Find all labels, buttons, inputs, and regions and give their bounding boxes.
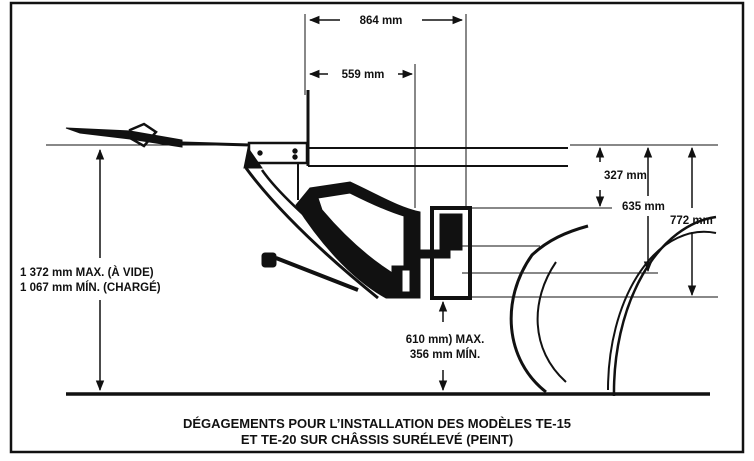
dim-772-label: 772 mm [670,215,713,227]
dim-864-label: 864 mm [360,15,403,27]
caption-line-2: ET TE-20 SUR CHÂSSIS SURÉLEVÉ (PEINT) [241,432,513,447]
diagram-border [9,1,745,454]
ground-clearance-max-label: 610 mm) MAX. [406,334,485,346]
rear-wheel [509,215,717,397]
ground-clearance-min-label: 356 mm MÍN. [410,348,480,361]
dim-559-label: 559 mm [342,69,385,81]
reference-lines [46,14,718,298]
liftgate-mechanism [65,122,472,300]
chassis-frame [306,90,568,167]
caption-line-1: DÉGAGEMENTS POUR L’INSTALLATION DES MODÈ… [183,416,571,431]
deck-height-empty-label: 1 372 mm MAX. (À VIDE) [20,266,154,279]
dim-327-label: 327 mm [604,170,647,182]
dimension-lines [95,15,697,392]
deck-height-loaded-label: 1 067 mm MÍN. (CHARGÉ) [20,281,161,294]
dim-635-label: 635 mm [622,201,665,213]
